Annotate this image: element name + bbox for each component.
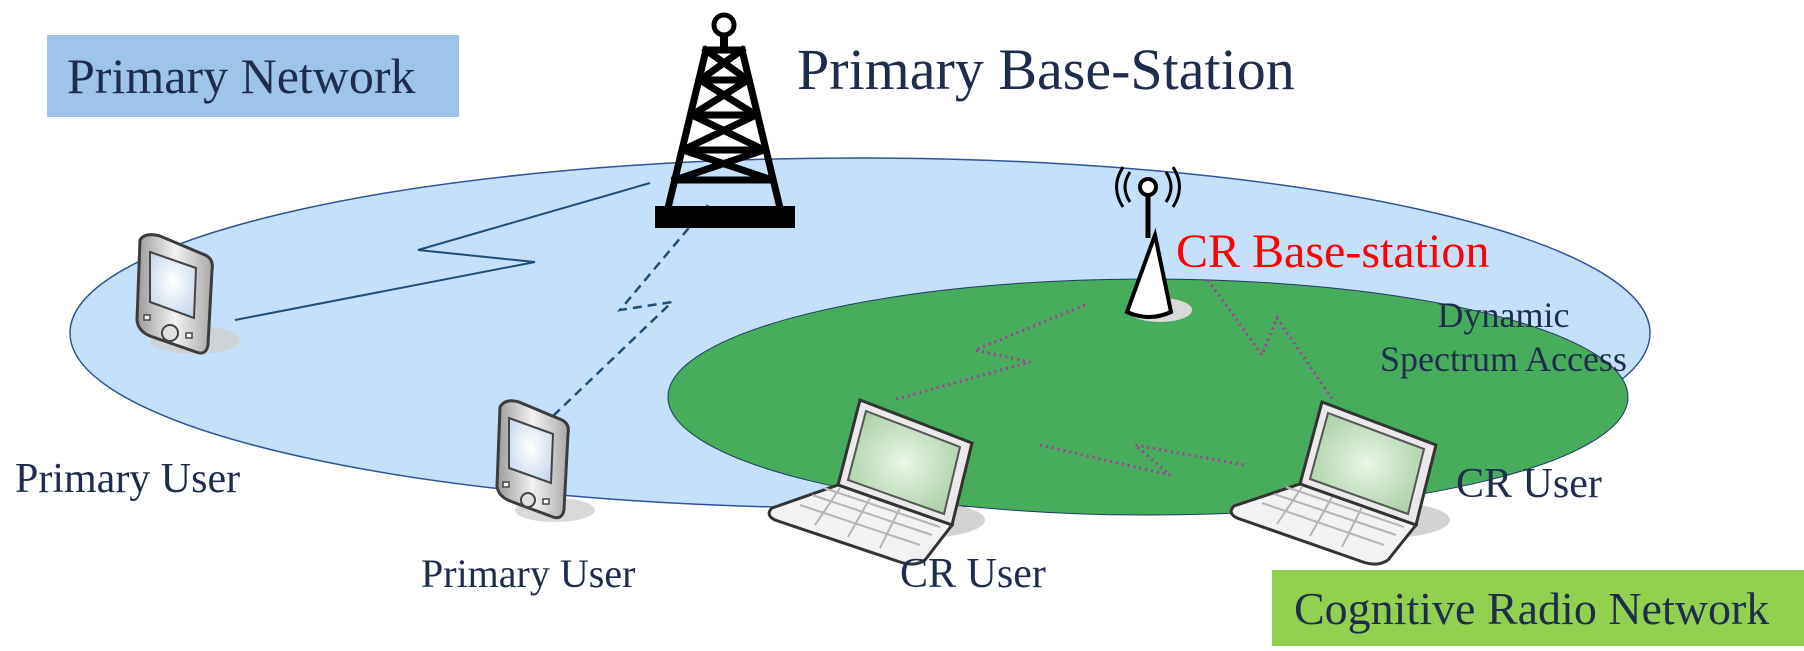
cr-link-left bbox=[892, 303, 1086, 402]
primary-user-left-device-icon bbox=[135, 233, 240, 355]
cr-user-right-label: CR User bbox=[1456, 461, 1602, 507]
primary-link-left bbox=[234, 182, 651, 321]
primary-link-center bbox=[551, 204, 709, 418]
primary-base-station-label: Primary Base-Station bbox=[797, 37, 1295, 102]
cognitive-radio-network-label-box: Cognitive Radio Network bbox=[1272, 570, 1804, 646]
cr-link-right bbox=[1206, 279, 1335, 401]
primary-user-center-device-icon bbox=[495, 399, 595, 522]
cr-link-users bbox=[1039, 442, 1246, 477]
dynamic-spectrum-access-label: Dynamic Spectrum Access bbox=[1380, 295, 1627, 379]
cr-base-station-icon bbox=[1115, 166, 1192, 322]
primary-tower-icon bbox=[655, 12, 795, 228]
primary-network-label-box: Primary Network bbox=[47, 35, 459, 117]
cr-user-center-laptop-icon bbox=[767, 397, 985, 566]
cr-user-center-label: CR User bbox=[900, 551, 1046, 597]
primary-user-left-label: Primary User bbox=[15, 456, 241, 502]
cr-user-right-laptop-icon bbox=[1229, 400, 1450, 566]
primary-user-center-label: Primary User bbox=[421, 551, 636, 596]
cr-base-station-label: CR Base-station bbox=[1176, 225, 1490, 278]
primary-network-label: Primary Network bbox=[67, 48, 416, 104]
cognitive-radio-network-label: Cognitive Radio Network bbox=[1294, 583, 1770, 634]
